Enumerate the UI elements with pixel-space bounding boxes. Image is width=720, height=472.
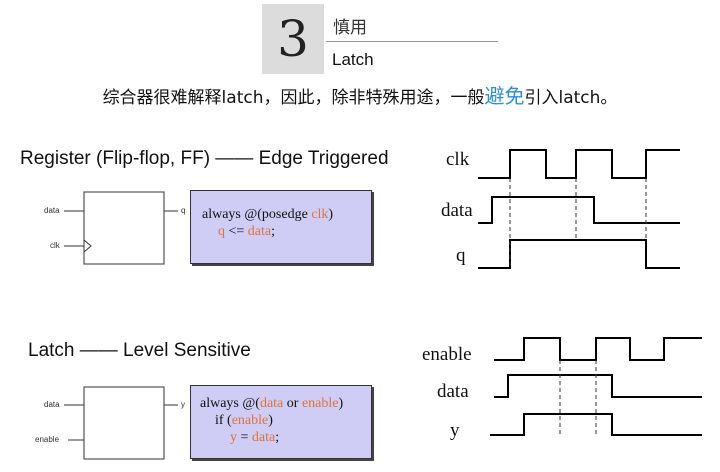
register-clk-waveform (478, 149, 680, 179)
register-code-line-2: q <= data; (202, 223, 371, 240)
latch-timing-diagram (490, 337, 702, 436)
code-keyword: clk (311, 207, 329, 222)
code-keyword: data (247, 224, 272, 239)
section-number: 3 (262, 4, 324, 74)
code-keyword: q (218, 224, 225, 239)
register-signal-clk-label: clk (446, 149, 470, 170)
latch-pin-data: data (44, 400, 60, 409)
section-title: 慎用 (333, 18, 367, 38)
code-keyword: data (259, 396, 284, 411)
register-heading: Register (Flip-flop, FF) —— Edge Trigger… (20, 148, 389, 169)
code-text: ) (268, 413, 273, 428)
code-text: ; (275, 430, 280, 445)
register-signal-q-label: q (456, 245, 466, 266)
code-text: or (283, 396, 302, 411)
latch-enable-waveform (494, 337, 702, 361)
intro-after: 引入latch。 (524, 88, 618, 108)
section-subtitle: Latch (332, 50, 374, 69)
latch-code-box: always @(data or enable) if (enable) y =… (190, 385, 372, 459)
code-text: ) (338, 396, 344, 411)
latch-y-waveform (490, 413, 702, 436)
latch-heading: Latch —— Level Sensitive (28, 340, 251, 361)
latch-box (83, 386, 165, 460)
register-pin-clk: clk (50, 241, 60, 250)
code-keyword: enable (301, 396, 339, 411)
code-text: always @(posedge (202, 207, 312, 222)
register-pin-q: q (181, 206, 186, 215)
latch-data-waveform (494, 374, 702, 398)
register-data-waveform (478, 196, 680, 224)
register-timing-diagram (478, 149, 680, 269)
register-box (83, 191, 165, 265)
code-text: ; (271, 224, 276, 239)
code-keyword: data (251, 430, 276, 445)
register-block-diagram (64, 191, 178, 265)
register-q-waveform (478, 239, 680, 269)
latch-signal-data-label: data (437, 381, 469, 402)
code-text: = (237, 430, 252, 445)
code-text: always @( (200, 396, 260, 411)
latch-code-line-3: y = data; (200, 429, 371, 446)
latch-code-line-1: always @(data or enable) (200, 395, 371, 412)
latch-code-line-2: if (enable) (200, 412, 371, 429)
intro-text: 综合器很难解释latch，因此，除非特殊用途，一般避免引入latch。 (0, 80, 720, 109)
section-divider (326, 41, 498, 42)
register-code-box: always @(posedge clk) q <= data; (190, 190, 372, 264)
register-pin-data: data (44, 206, 60, 215)
latch-block-diagram (64, 386, 178, 460)
intro-highlight: 避免 (484, 84, 525, 108)
code-text: <= (225, 224, 248, 239)
code-text: if ( (215, 413, 232, 428)
latch-signal-y-label: y (450, 420, 460, 441)
latch-pin-y: y (181, 400, 185, 409)
intro-before: 综合器很难解释latch，因此，除非特殊用途，一般 (102, 88, 485, 108)
latch-signal-enable-label: enable (422, 344, 472, 365)
clock-triangle-icon (83, 239, 92, 253)
register-signal-data-label: data (441, 200, 473, 221)
code-keyword: y (230, 430, 237, 445)
code-text: ) (328, 207, 334, 222)
latch-pin-enable: enable (35, 435, 60, 444)
register-code-line-1: always @(posedge clk) (202, 206, 371, 223)
code-keyword: enable (231, 413, 269, 428)
